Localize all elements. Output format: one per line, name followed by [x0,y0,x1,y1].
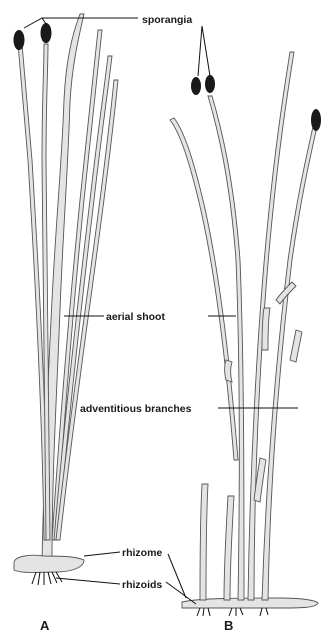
plant-b-branch-3 [290,330,302,362]
label-rhizome: rhizome [122,547,162,559]
plant-b-rhizoids [197,608,268,616]
plant-b-stub-1 [200,484,208,600]
sporangium-icon [205,75,215,93]
panel-label-b: B [224,618,233,633]
plant-b-shoot-3 [248,52,294,600]
sporangium-icon [14,30,25,50]
panel-label-a: A [40,618,50,633]
plant-b-stub-2 [224,496,234,600]
label-adventitious-branches: adventitious branches [80,403,192,415]
label-sporangia: sporangia [142,14,192,26]
plant-a-rhizome [14,555,84,572]
plant-b [170,52,321,616]
plant-b-branch-1 [262,308,270,350]
plant-a [14,14,119,585]
sporangium-icon [191,77,201,95]
sporangium-icon [311,109,321,131]
sporangium-icon [41,23,52,43]
plant-b-branch-4 [225,360,233,382]
label-rhizoids: rhizoids [122,579,162,591]
label-aerial-shoot: aerial shoot [106,311,165,323]
